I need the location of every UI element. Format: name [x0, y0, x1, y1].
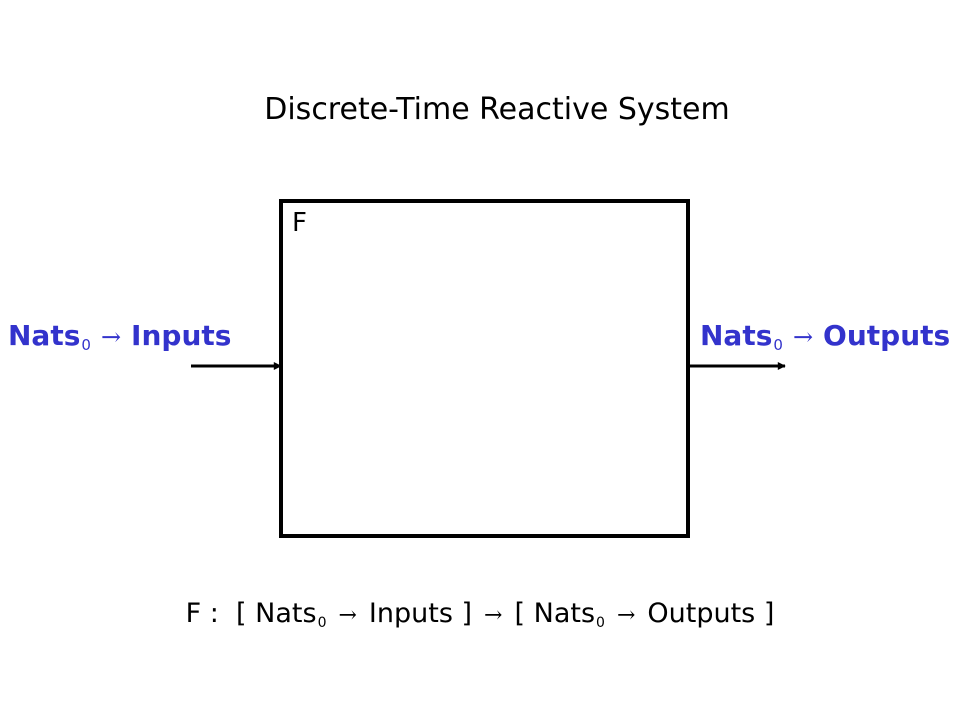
formula-arrow-2: → [484, 603, 503, 628]
input-subscript: 0 [81, 336, 91, 354]
formula-nats-1: Nats [255, 598, 317, 629]
formula-subscript-2: 0 [596, 615, 605, 631]
output-target: Outputs [823, 319, 951, 352]
formula-rbracket-1: ] [461, 598, 473, 629]
formula-nats-2: Nats [533, 598, 596, 629]
formula-colon: : [209, 598, 219, 629]
formula-lbracket-1: [ [236, 598, 247, 629]
input-arrow-glyph: → [100, 323, 122, 351]
input-signal-label: Nats0 → Inputs [8, 319, 231, 354]
output-signal-label: Nats0 → Outputs [700, 319, 950, 354]
input-target: Inputs [131, 319, 232, 352]
formula-function: F [185, 598, 202, 629]
type-signature: F : [ Nats0→Inputs ]→[ Nats0→Outputs ] [0, 598, 960, 631]
output-nats: Nats [700, 319, 773, 352]
output-arrow-glyph: → [792, 323, 814, 351]
formula-lbracket-2: [ [514, 598, 526, 629]
input-nats: Nats [8, 319, 81, 352]
output-subscript: 0 [773, 336, 783, 354]
system-box-label: F [292, 208, 307, 238]
formula-outputs: Outputs [647, 598, 756, 629]
formula-inputs: Inputs [368, 598, 453, 629]
diagram-title: Discrete-Time Reactive System [264, 92, 730, 127]
formula-rbracket-2: ] [763, 598, 775, 629]
formula-arrow-1: → [338, 603, 357, 628]
formula-subscript-1: 0 [317, 615, 327, 631]
formula-arrow-3: → [616, 603, 636, 628]
